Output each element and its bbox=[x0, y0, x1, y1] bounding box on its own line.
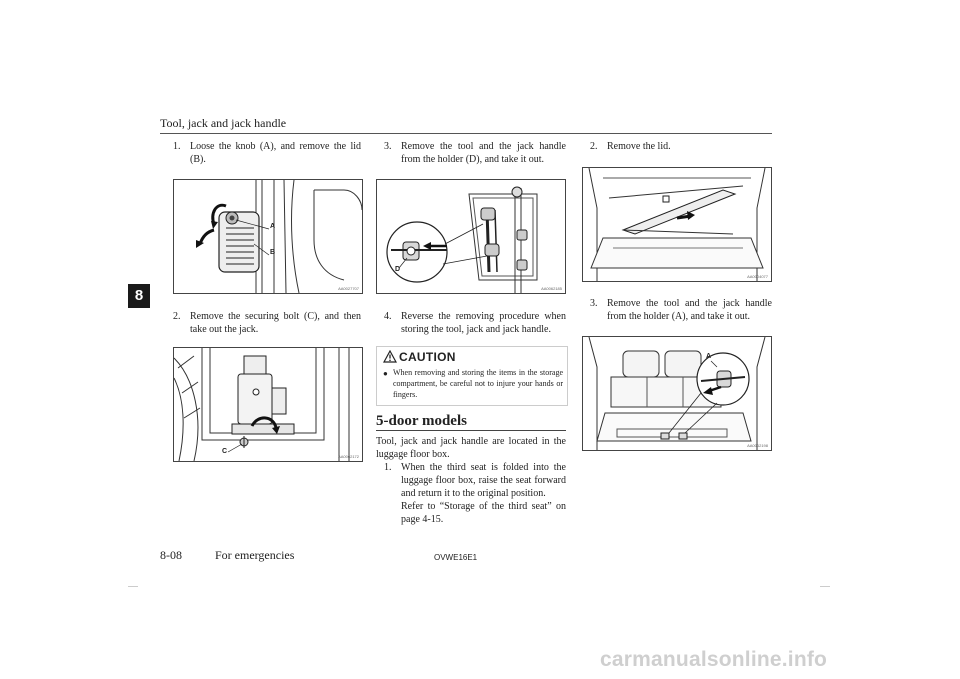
callout-c: C bbox=[222, 448, 228, 455]
step-number: 2. bbox=[173, 311, 181, 322]
holder-a-illustration bbox=[583, 337, 771, 450]
figure-code: AA0062185 bbox=[541, 286, 562, 291]
col2-5door-step-1: 1. When the third seat is folded into th… bbox=[384, 461, 566, 526]
step-reference: Refer to “Storage of the third seat” on … bbox=[401, 501, 566, 525]
warning-triangle-icon bbox=[383, 350, 397, 363]
col1-step-1: 1. Loose the knob (A), and remove the li… bbox=[173, 140, 361, 166]
watermark[interactable]: carmanualsonline.info bbox=[600, 648, 828, 671]
intro-paragraph: Tool, jack and jack handle are located i… bbox=[376, 436, 566, 460]
document-code: OVWE16E1 bbox=[434, 553, 478, 562]
figure-code: AA0062198 bbox=[747, 443, 768, 448]
col2-step-3: 3. Remove the tool and the jack handle f… bbox=[384, 140, 566, 166]
figure-code: AA0062172 bbox=[338, 454, 359, 459]
chapter-name: For emergencies bbox=[215, 548, 295, 562]
col3-step-3: 3. Remove the tool and the jack handle f… bbox=[590, 297, 772, 323]
crop-mark bbox=[820, 586, 830, 587]
step-number: 1. bbox=[384, 462, 392, 473]
col1-step-2: 2. Remove the securing bolt (C), and the… bbox=[173, 310, 361, 336]
page-header-title: Tool, jack and jack handle bbox=[160, 116, 287, 130]
callout-a: A bbox=[270, 223, 276, 230]
bullet-glyph: ● bbox=[383, 369, 388, 378]
step-number: 1. bbox=[173, 141, 181, 152]
col3-step-2: 2. Remove the lid. bbox=[590, 140, 772, 153]
crop-mark bbox=[128, 586, 138, 587]
figure-holder-a: A AA0062198 bbox=[582, 336, 772, 451]
remove-lid-illustration bbox=[583, 168, 771, 281]
caution-heading: CAUTION bbox=[399, 350, 456, 364]
step-number: 4. bbox=[384, 311, 392, 322]
step-number: 3. bbox=[590, 298, 598, 309]
step-text: When the third seat is folded into the l… bbox=[401, 462, 566, 499]
chapter-tab[interactable]: 8 bbox=[128, 284, 150, 308]
figure-remove-lid: AA0004077 bbox=[582, 167, 772, 282]
callout-a: A bbox=[706, 353, 712, 360]
step-number: 3. bbox=[384, 141, 392, 152]
col2-step-4: 4. Reverse the removing procedure when s… bbox=[384, 310, 566, 336]
holder-d-illustration bbox=[377, 180, 565, 293]
step-text: Remove the lid. bbox=[607, 141, 671, 152]
step-number: 2. bbox=[590, 141, 598, 152]
step-text: Remove the securing bolt (C), and then t… bbox=[190, 311, 361, 335]
figure-holder-d: D AA0062185 bbox=[376, 179, 566, 294]
page-number: 8-08 bbox=[160, 548, 182, 562]
knob-lid-illustration bbox=[174, 180, 362, 293]
section-heading: 5-door models bbox=[376, 413, 467, 429]
header-rule bbox=[160, 133, 772, 134]
step-text: Remove the tool and the jack handle from… bbox=[607, 298, 772, 322]
figure-knob-lid: A B AA0027707 bbox=[173, 179, 363, 294]
figure-jack-bolt: C AA0062172 bbox=[173, 347, 363, 462]
figure-code: AA0004077 bbox=[747, 274, 768, 279]
section-rule bbox=[376, 430, 566, 431]
step-text: Reverse the removing procedure when stor… bbox=[401, 311, 566, 335]
callout-b: B bbox=[270, 249, 276, 256]
step-text: Loose the knob (A), and remove the lid (… bbox=[190, 141, 361, 165]
caution-box: CAUTION ● When removing and storing the … bbox=[376, 346, 568, 406]
callout-d: D bbox=[395, 266, 401, 273]
figure-code: AA0027707 bbox=[338, 286, 359, 291]
step-text: Remove the tool and the jack handle from… bbox=[401, 141, 566, 165]
caution-text: When removing and storing the items in t… bbox=[393, 368, 563, 399]
jack-bolt-illustration bbox=[174, 348, 362, 461]
